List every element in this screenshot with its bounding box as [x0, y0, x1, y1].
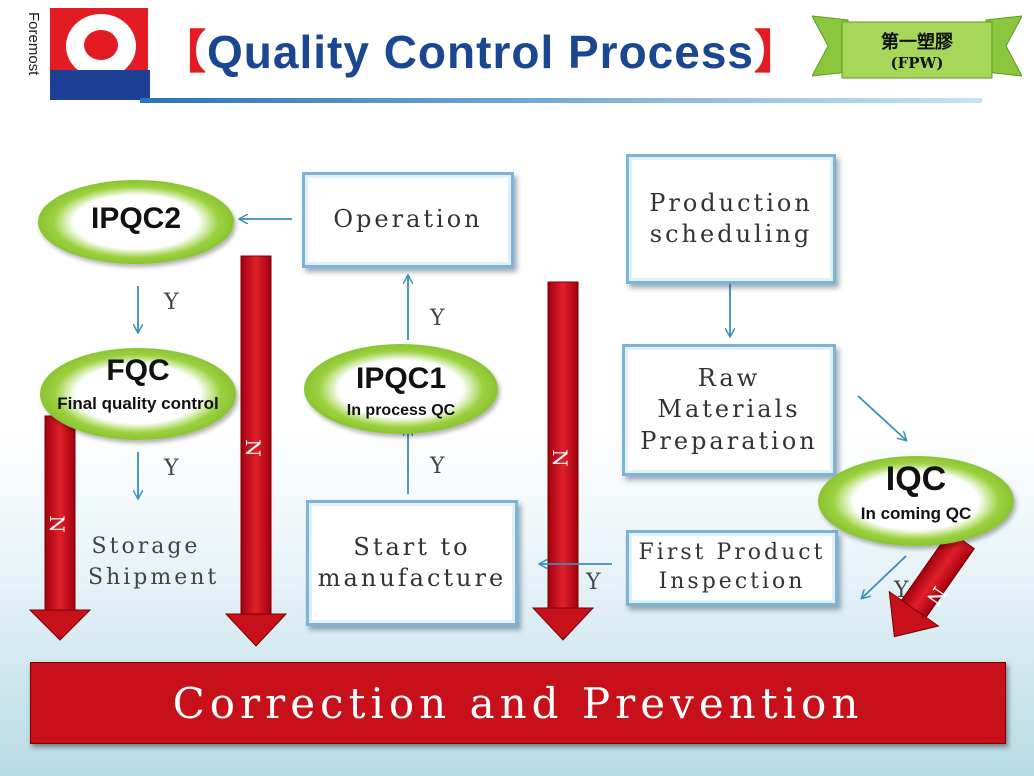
first-product-inspection-box: First Product Inspection	[626, 530, 838, 606]
title-underline	[140, 98, 982, 103]
raw-materials-box: Raw Materials Preparation	[622, 344, 836, 476]
logo-blue-block	[50, 70, 150, 100]
badge-ribbon-shape	[811, 15, 1023, 79]
logo-wordmark: Foremost	[25, 12, 42, 76]
start-manufacture-box: Start to manufacture	[306, 500, 518, 626]
shipment-label: Shipment	[88, 564, 220, 590]
fqc-title: FQC	[106, 354, 170, 387]
badge-abbrev: (FPW)	[890, 54, 944, 72]
no-arrow-ipqc2	[224, 255, 288, 647]
yes-label-first-product: Y	[586, 570, 601, 595]
no-arrow-fqc	[28, 415, 92, 641]
page-title: 【Quality Control Process】	[160, 16, 801, 82]
no-label-fqc: N	[44, 515, 69, 533]
no-arrow-ipqc1	[531, 281, 595, 641]
no-label-ipqc2: N	[240, 439, 265, 457]
storage-label: Storage	[91, 534, 201, 559]
ipqc2-title: IPQC2	[90, 202, 182, 235]
production-scheduling-box: Production scheduling	[626, 154, 836, 284]
company-logo: Foremost	[12, 8, 150, 102]
arrow-raw-to-iqc	[857, 395, 906, 440]
badge-chinese-name: 第一塑膠	[881, 32, 953, 53]
yes-label-ipqc2: Y	[164, 290, 179, 315]
arrow-iqc-to-first-product	[862, 555, 907, 598]
title-bracket-right: 】	[754, 26, 802, 78]
iqc-checkpoint	[818, 456, 1014, 546]
ipqc1-subtitle: In process QC	[346, 402, 456, 419]
logo-center	[84, 30, 118, 60]
iqc-title: IQC	[885, 460, 947, 498]
yes-label-fqc: Y	[164, 456, 179, 481]
ipqc2-checkpoint	[38, 180, 234, 264]
yes-label-ipqc1: Y	[430, 306, 445, 331]
ipqc1-title: IPQC1	[355, 362, 447, 395]
title-text: Quality Control Process	[207, 26, 755, 78]
no-label-ipqc1: N	[547, 449, 572, 467]
storage-shipment-label: Storage Shipment	[88, 532, 220, 594]
iqc-subtitle: In coming QC	[860, 504, 972, 523]
operation-box: Operation	[302, 172, 514, 268]
yes-label-iqc: Y	[894, 578, 909, 603]
fqc-checkpoint	[40, 348, 236, 440]
company-badge: 第一塑膠 (FPW)	[811, 12, 1023, 88]
yes-label-start: Y	[430, 454, 445, 479]
fqc-subtitle: Final quality control	[57, 394, 219, 413]
title-bracket-left: 【	[160, 26, 207, 78]
ipqc1-checkpoint	[304, 344, 498, 434]
correction-prevention-bar: Correction and Prevention	[30, 662, 1006, 744]
